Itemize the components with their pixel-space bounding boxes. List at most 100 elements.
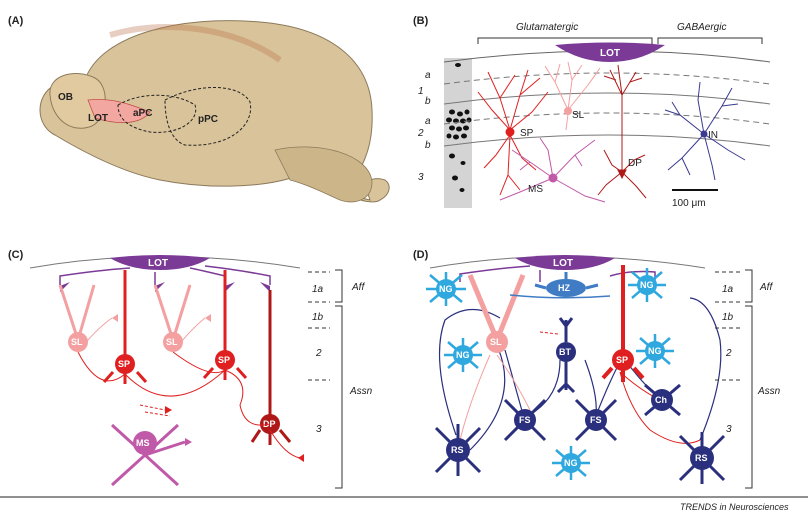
panel-c: (C) LOT SL SL SP SP DP MS bbox=[8, 249, 373, 489]
d-group-assn: Assn bbox=[757, 386, 781, 397]
d-ng1: NG bbox=[426, 272, 466, 306]
d-cell-ng3: NG bbox=[456, 350, 470, 360]
group-gaba: GABAergic bbox=[677, 22, 726, 33]
apc-outline bbox=[117, 94, 197, 133]
group-glut: Glutamatergic bbox=[516, 22, 578, 33]
d-hz-soma bbox=[546, 279, 586, 297]
d-layer-1a: 1a bbox=[722, 284, 734, 295]
d-layer-scale bbox=[715, 269, 753, 489]
layer-2-label: 2 bbox=[417, 128, 424, 139]
layer-2b-label: b bbox=[425, 140, 431, 151]
panel-d-label: (D) bbox=[413, 249, 429, 261]
layer-1-label: 1 bbox=[418, 86, 424, 97]
c-layer-scale bbox=[308, 269, 343, 489]
boundary-1-2 bbox=[443, 92, 771, 105]
c-lot-shape bbox=[110, 255, 210, 270]
d-sp-soma bbox=[612, 349, 634, 371]
c-layer-1a: 1a bbox=[312, 284, 324, 295]
region-apc: aPC bbox=[133, 108, 152, 119]
d-cell-rs2: RS bbox=[695, 453, 708, 463]
region-lot: LOT bbox=[88, 113, 108, 124]
panel-c-label: (C) bbox=[8, 249, 24, 261]
d-cell-hz: HZ bbox=[558, 283, 570, 293]
footer-credit: TRENDS in Neurosciences bbox=[680, 502, 789, 512]
d-ng2: NG bbox=[628, 268, 666, 302]
d-sp-dendrites bbox=[601, 265, 645, 382]
d-navy-axons bbox=[438, 297, 722, 451]
d-lot-shape bbox=[515, 255, 615, 270]
region-ppc: pPC bbox=[198, 114, 218, 125]
c-lot-fibres bbox=[59, 265, 271, 285]
c-sl1-soma bbox=[68, 332, 88, 352]
d-lot-label: LOT bbox=[553, 258, 573, 269]
d-sl-soma bbox=[486, 331, 508, 353]
c-layer-1b: 1b bbox=[312, 312, 324, 323]
d-cell-rs1: RS bbox=[451, 445, 464, 455]
ppc-outline bbox=[164, 87, 252, 146]
lot-label: LOT bbox=[600, 48, 620, 59]
nissl-column bbox=[444, 58, 472, 208]
d-cell-sp: SP bbox=[616, 355, 628, 365]
c-layer-3: 3 bbox=[316, 424, 322, 435]
d-rs1: RS bbox=[434, 424, 482, 476]
nissl-somata bbox=[446, 63, 472, 192]
ms-neuron bbox=[499, 137, 606, 203]
d-cell-ng4: NG bbox=[648, 346, 662, 356]
c-ms-soma bbox=[133, 431, 157, 455]
c-sp1-dendrites bbox=[102, 270, 148, 384]
d-ng4: NG bbox=[636, 334, 674, 368]
cell-b-ms: MS bbox=[528, 184, 543, 195]
d-cell-ch: Ch bbox=[655, 395, 667, 405]
layer-1a-label: a bbox=[425, 70, 431, 81]
glut-bracket bbox=[477, 37, 653, 44]
c-group-assn: Assn bbox=[349, 386, 373, 397]
brain-illustration: OB LOT aPC pPC bbox=[39, 20, 390, 203]
c-sp2-soma bbox=[215, 350, 235, 370]
c-dp-dendrites bbox=[250, 290, 292, 445]
panel-d: (D) LOT SL SP HZ BT NG bbox=[413, 249, 781, 489]
panel-a-label: (A) bbox=[8, 15, 24, 27]
d-cell-fs2: FS bbox=[590, 415, 602, 425]
d-fs1: FS bbox=[503, 398, 547, 442]
c-cell-sl2: SL bbox=[166, 337, 178, 347]
d-layer-2: 2 bbox=[725, 348, 732, 359]
c-cell-sl1: SL bbox=[71, 337, 83, 347]
panel-b-label: (B) bbox=[413, 15, 429, 27]
d-ng3: NG bbox=[444, 338, 482, 372]
layer-1b-label: b bbox=[425, 96, 431, 107]
d-sl-dendrites bbox=[467, 274, 526, 347]
d-ch: Ch bbox=[644, 383, 681, 417]
lot-shape bbox=[555, 42, 665, 62]
d-bt-soma bbox=[556, 342, 576, 362]
d-cell-ng5: NG bbox=[564, 458, 578, 468]
panel-a: (A) OB LOT aPC pPC bbox=[8, 15, 390, 203]
c-sl2-soma bbox=[163, 332, 183, 352]
d-bt-dendrites bbox=[556, 317, 576, 394]
d-fs2: FS bbox=[574, 398, 618, 442]
layer-2a-label: a bbox=[425, 116, 431, 127]
d-ng5: NG bbox=[552, 446, 590, 480]
c-cell-sp2: SP bbox=[218, 355, 230, 365]
gaba-bracket bbox=[657, 37, 763, 44]
c-sl2-dendrites bbox=[153, 284, 192, 345]
cell-b-sp: SP bbox=[520, 128, 534, 139]
boundary-2-3 bbox=[443, 134, 771, 147]
cell-b-in: IN bbox=[708, 130, 718, 141]
panel-b: (B) Glutamatergic GABAergic LOT a 1 b bbox=[413, 15, 771, 209]
sp-neuron bbox=[477, 69, 549, 196]
c-assn-axons bbox=[77, 351, 301, 459]
layer-3-label: 3 bbox=[418, 172, 424, 183]
sl-neuron bbox=[544, 61, 601, 131]
c-group-aff: Aff bbox=[351, 282, 365, 293]
c-cell-ms: MS bbox=[136, 438, 150, 448]
region-ob: OB bbox=[58, 92, 73, 103]
c-lot-label: LOT bbox=[148, 258, 168, 269]
d-cell-fs1: FS bbox=[519, 415, 531, 425]
d-rs2: RS bbox=[678, 432, 726, 484]
d-group-aff: Aff bbox=[759, 282, 773, 293]
d-cell-bt: BT bbox=[559, 347, 571, 357]
boundary-1a-1b bbox=[443, 72, 771, 85]
c-cell-sp1: SP bbox=[118, 359, 130, 369]
d-layer-3: 3 bbox=[726, 424, 732, 435]
